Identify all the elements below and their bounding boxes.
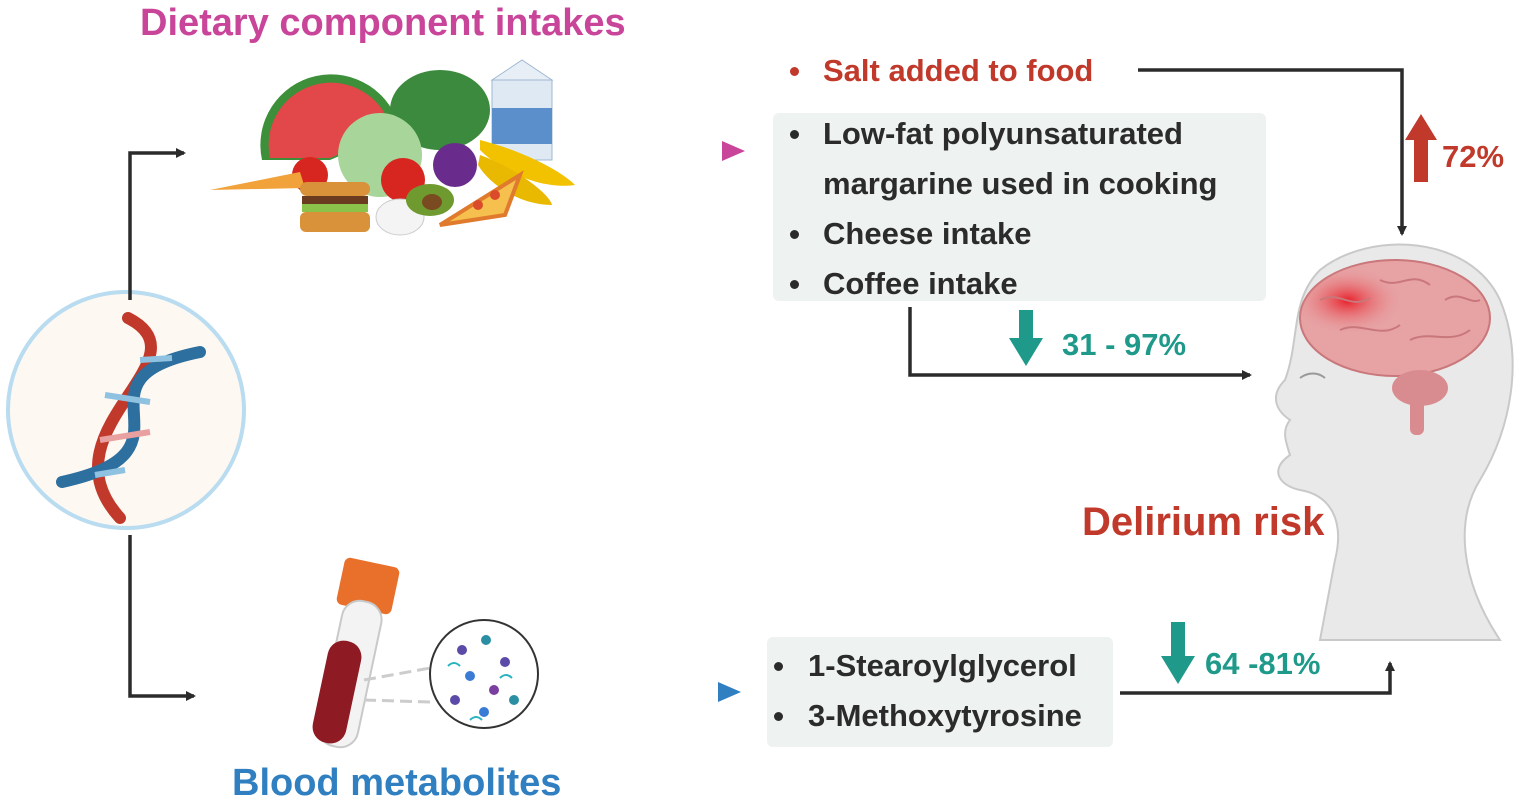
bullet-coffee [790,280,799,289]
diet-decrease-effect: 31 - 97% [1062,327,1187,362]
metabolite-box [767,637,1113,747]
diet-item-cheese: Cheese intake [823,216,1032,251]
bullet-methoxytyrosine [774,712,783,721]
decrease-arrow-icon-metabolites [1161,622,1195,684]
blood-tube-icon [312,557,431,749]
diet-flow-arrow [598,141,745,161]
dietary-title: Dietary component intakes [140,2,626,44]
metabolite-item-methoxytyrosine: 3-Methoxytyrosine [808,698,1082,733]
metabolite-decrease-effect: 64 -81% [1205,646,1321,681]
bullet-cheese [790,230,799,239]
diet-item-coffee: Coffee intake [823,266,1018,301]
increase-arrow-icon [1405,114,1437,182]
metabolite-circle-icon [429,619,539,729]
food-group-icon [210,59,575,236]
diet-decrease-box [773,113,1266,301]
diet-item-margarine-line1: Low-fat polyunsaturated [823,116,1183,151]
connector-arrows [128,68,1407,701]
delirium-risk-label: Delirium risk [1082,500,1325,544]
bullet-margarine [790,130,799,139]
bullet-salt [790,67,799,76]
increase-effect: 72% [1442,139,1505,174]
diet-item-margarine-line2: margarine used in cooking [823,166,1218,201]
human-head-brain-icon [1275,243,1514,641]
increase-item-salt: Salt added to food [823,53,1094,88]
metabolite-item-stearoylglycerol: 1-Stearoylglycerol [808,648,1077,683]
dna-icon [6,290,246,530]
bullet-stearoylglycerol [774,662,783,671]
blood-flow-arrow [598,682,741,702]
blood-metabolites-title: Blood metabolites [232,762,562,804]
decrease-arrow-icon-diet [1009,310,1043,366]
